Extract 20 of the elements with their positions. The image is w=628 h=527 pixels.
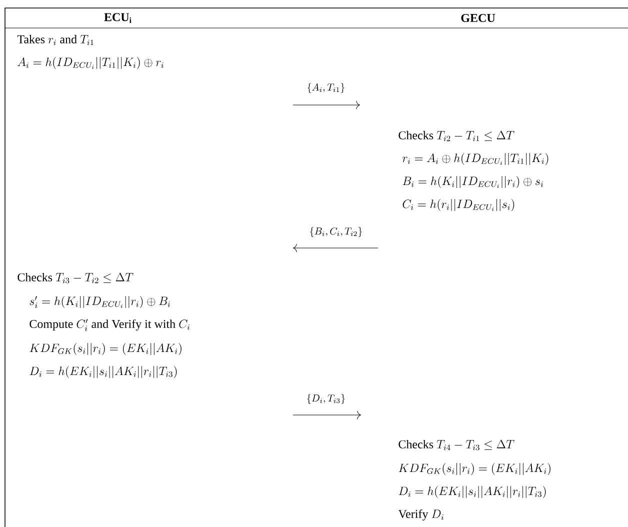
column-header: $\mathbf{GECU}$ (461, 14, 496, 22)
protocol-step: $\text{Checks } T_{i2} - T_{i1} \leq \Delta T$ (398, 130, 514, 142)
protocol-step: $r_i = A_i \oplus h(ID_{ECU_i}||T_{i1}||K_i)$ (402, 153, 548, 166)
protocol-step: $\text{Takes } r_i \text{ and } T_{i1}$ (17, 34, 94, 46)
message-label: $\left\{D_i,T_{i3}\right\}$ (307, 394, 345, 404)
protocol-step: $\text{Checks } T_{i4} - T_{i3} \leq \Delta T$ (398, 440, 514, 450)
protocol-step: $D_i = h(EK_i||s_i||AK_i||r_i||T_{i3})$ (398, 486, 546, 498)
message-label: $\left\{B_i,C_i,T_{i2}\right\}$ (310, 227, 362, 237)
protocol-step: $s_i' = h(K_i||ID_{ECU_i}||r_i) \oplus B_i$ (30, 296, 170, 308)
protocol-step: $D_i = h(EK_i||s_i||AK_i||r_i||T_{i3})$ (30, 366, 177, 378)
column-header: $\mathbf{ECU_i}$ (104, 13, 132, 23)
protocol-step: $\text{Verify } D_i$ (398, 509, 444, 521)
message-label: $\left\{A_i,T_{i1}\right\}$ (308, 83, 344, 93)
protocol-step: $\text{Compute } C_i' \text{ and Verify it with } C_i$ (30, 319, 190, 331)
protocol-step: $C_i = h(r_i||ID_{ECU_i}||s_i)$ (402, 199, 514, 212)
protocol-step: $KDF_{GK}(s_i||r_i) = (EK_i||AK_i)$ (30, 343, 182, 356)
protocol-step: $A_i = h(ID_{ECU_i}||T_{i1}||K_i) \oplus r_i$ (18, 56, 164, 70)
protocol-step: $\text{Checks } T_{i3} - T_{i2} \leq \Delta T$ (18, 272, 134, 284)
protocol-step: $KDF_{GK}(s_i||r_i) = (EK_i||AK_i)$ (398, 463, 550, 476)
protocol-step: $B_i = h(K_i||ID_{ECU_i}||r_i) \oplus s_i$ (402, 176, 543, 188)
